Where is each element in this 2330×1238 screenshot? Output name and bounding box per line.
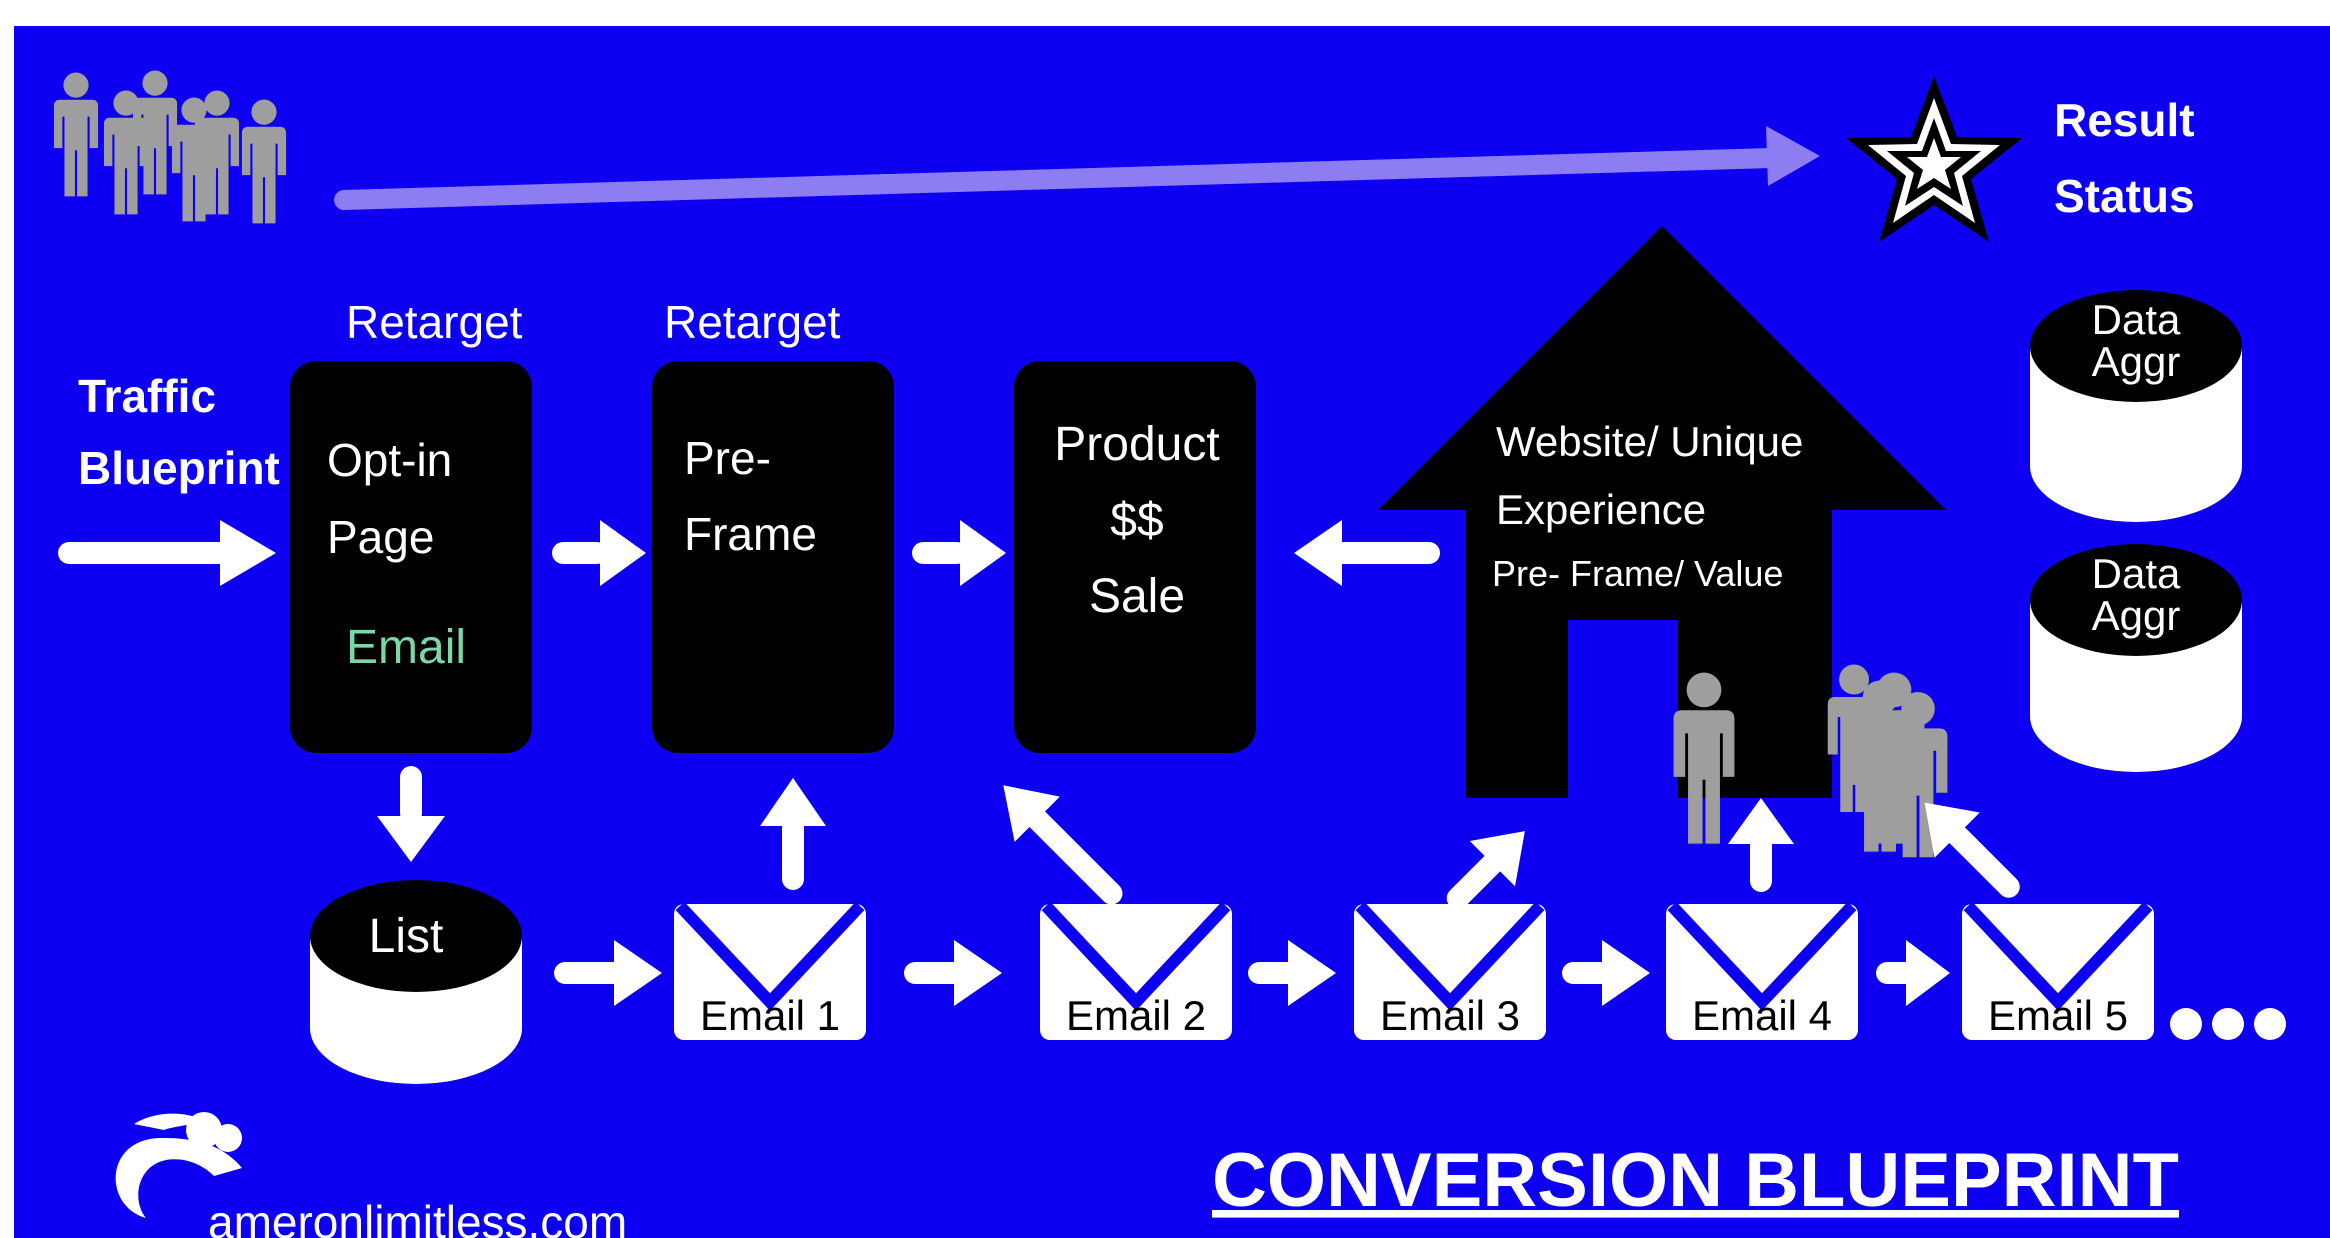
result-label-line2: Status	[2054, 170, 2195, 222]
envelope-icon-4	[1666, 901, 1858, 1040]
optin-line1: Opt-in	[327, 434, 452, 486]
email-sequence-arrows	[554, 940, 1950, 1006]
arrow-email2-to-email3	[1248, 940, 1336, 1006]
website-line1: Website/ Unique	[1496, 418, 1803, 465]
email-2-label: Email 2	[1066, 992, 1206, 1039]
preframe-line1: Pre-	[684, 432, 771, 484]
data-aggr-1-line2: Aggr	[2092, 338, 2181, 385]
optin-retarget-label: Retarget	[346, 296, 523, 348]
preframe-box	[652, 361, 894, 753]
arrow-email5-to-people	[1924, 802, 2020, 898]
traffic-arrow	[334, 126, 1820, 210]
result-label-line1: Result	[2054, 94, 2195, 146]
arrow-optin-to-preframe	[552, 520, 646, 586]
arrow-email1-to-preframe	[760, 778, 826, 890]
arrow-optin-to-list	[377, 766, 445, 862]
product-box	[1014, 361, 1256, 753]
arrow-email3-to-email4	[1562, 940, 1650, 1006]
traffic-label-line1: Traffic	[78, 370, 216, 422]
arrow-email3-to-house	[1446, 831, 1525, 910]
list-label: List	[369, 910, 444, 963]
website-line3: Pre- Frame/ Value	[1492, 553, 1783, 594]
arrow-list-to-email1	[554, 940, 662, 1006]
ellipsis-dots	[2170, 1008, 2286, 1040]
preframe-line2: Frame	[684, 508, 817, 560]
arrow-email1-to-email2	[904, 940, 1002, 1006]
database-icon-1	[2030, 290, 2242, 522]
traffic-label-line2: Blueprint	[78, 442, 280, 494]
data-aggr-2-line2: Aggr	[2092, 592, 2181, 639]
email-5-label: Email 5	[1988, 992, 2128, 1039]
brand-url: ameronlimitless.com	[208, 1196, 627, 1238]
envelope-icon-3	[1354, 901, 1546, 1040]
arrow-email4-to-email5	[1876, 940, 1950, 1006]
optin-email-label: Email	[346, 621, 466, 674]
envelope-icon-5	[1962, 901, 2154, 1040]
data-aggr-2-line1: Data	[2092, 550, 2181, 597]
product-line3: Sale	[1089, 570, 1185, 623]
website-line2: Experience	[1496, 486, 1706, 533]
optin-line2: Page	[327, 511, 434, 563]
house-icon	[1378, 226, 1946, 798]
email-3-label: Email 3	[1380, 992, 1520, 1039]
envelope-icon-2	[1040, 901, 1232, 1040]
product-line2: $$	[1110, 494, 1163, 547]
email-4-label: Email 4	[1692, 992, 1832, 1039]
traffic-entry-arrow	[58, 520, 276, 586]
flow-arrows	[377, 520, 1440, 862]
product-line1: Product	[1054, 418, 1219, 471]
people-group-icon	[53, 70, 287, 224]
arrow-preframe-to-product	[912, 520, 1006, 586]
arrow-email2-to-product	[1003, 785, 1123, 905]
database-icon-2	[2030, 544, 2242, 772]
conversion-blueprint-diagram: Result Status Traffic Blueprint Retarget…	[53, 70, 2286, 1238]
arrow-website-to-product	[1294, 520, 1440, 586]
preframe-retarget-label: Retarget	[664, 296, 841, 348]
star-icon	[1846, 76, 2022, 242]
email-1-label: Email 1	[700, 992, 840, 1039]
envelope-icon-1	[674, 901, 866, 1040]
logo-icon	[115, 1112, 242, 1218]
arrow-email4-to-house	[1728, 798, 1794, 892]
diagram-title: CONVERSION BLUEPRINT	[1212, 1138, 2179, 1223]
email-up-arrows	[760, 778, 2020, 910]
optin-page-box	[290, 361, 532, 753]
data-aggr-1-line1: Data	[2092, 296, 2181, 343]
list-database-icon	[310, 880, 522, 1084]
diagram-canvas: Result Status Traffic Blueprint Retarget…	[14, 26, 2330, 1238]
